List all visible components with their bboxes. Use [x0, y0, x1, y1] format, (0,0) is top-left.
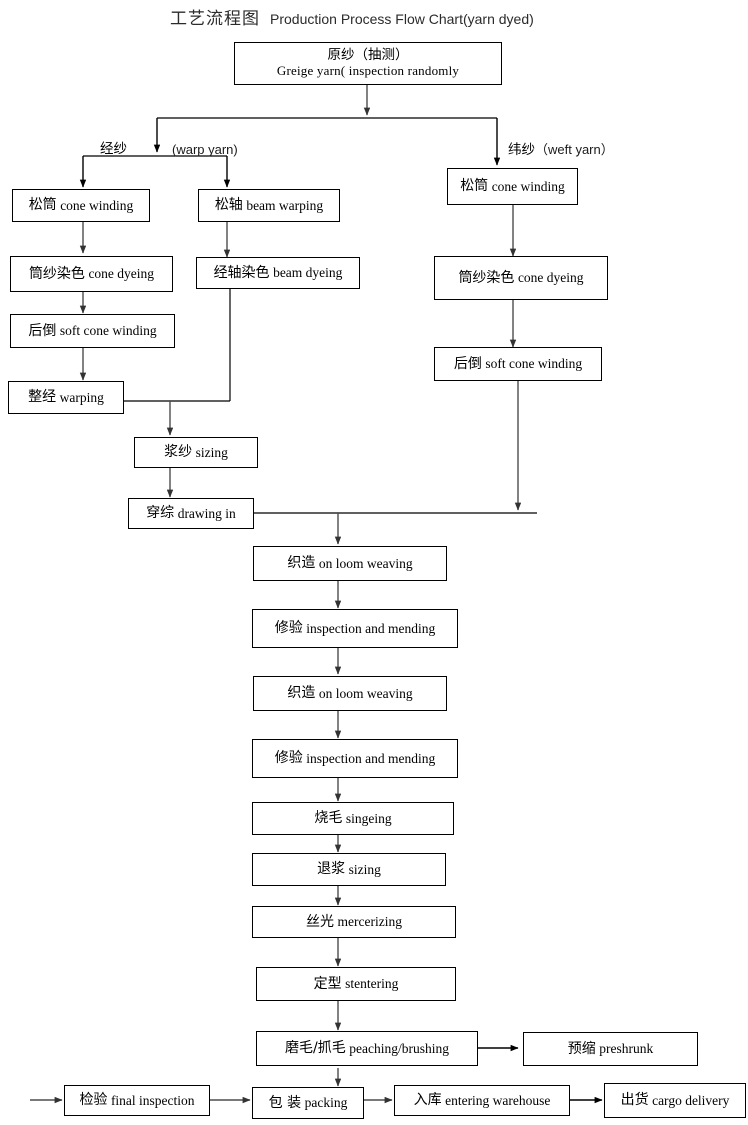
node-warp-cone-winding-cn: 松筒 [28, 197, 57, 214]
node-beam-dyeing-cn: 经轴染色 [213, 264, 270, 281]
node-packing[interactable]: 包 装 packing [252, 1087, 364, 1119]
node-sizing-yarn-cn: 浆纱 [164, 444, 193, 461]
caption-weft-yarn-cn: 纬纱 [508, 142, 535, 158]
node-greige-yarn-en: Greige yarn( inspection randomly [276, 63, 460, 79]
node-weaving-1-cn: 织造 [287, 555, 316, 572]
node-greige-yarn-cn: 原纱（抽测） [327, 46, 409, 63]
node-entering-warehouse-en: entering warehouse [445, 1092, 551, 1108]
node-singeing-cn: 烧毛 [314, 810, 343, 827]
node-singeing-en: singeing [345, 810, 392, 826]
caption-warp-yarn: 经纱 [100, 137, 127, 158]
node-cargo-delivery-cn: 出货 [620, 1092, 649, 1109]
node-warp-soft-cone-winding-en: soft cone winding [59, 323, 157, 339]
node-mercerizing[interactable]: 丝光 mercerizing [252, 906, 456, 938]
node-desizing-en: sizing [348, 861, 381, 877]
node-peaching-brushing-en: peaching/brushing [349, 1040, 449, 1056]
node-mending-1-cn: 修验 [274, 620, 303, 637]
node-warp-cone-winding-en: cone winding [60, 197, 134, 213]
node-drawing-in[interactable]: 穿综 drawing in [128, 498, 254, 529]
node-peaching-brushing-cn: 磨毛/抓毛 [285, 1040, 346, 1057]
node-mending-2-cn: 修验 [274, 750, 303, 767]
node-preshrunk-cn: 预缩 [567, 1040, 596, 1057]
node-beam-warping-en: beam warping [246, 197, 324, 213]
node-drawing-in-cn: 穿综 [146, 505, 175, 522]
node-weft-cone-winding-cn: 松筒 [460, 178, 489, 195]
node-weft-cone-dyeing-en: cone dyeing [517, 270, 584, 286]
node-desizing[interactable]: 退浆 sizing [252, 853, 446, 886]
node-stentering-en: stentering [345, 976, 399, 992]
node-preshrunk-en: preshrunk [599, 1041, 654, 1057]
node-beam-warping-cn: 松轴 [214, 197, 243, 214]
node-mending-1[interactable]: 修验 inspection and mending [252, 609, 458, 648]
node-mending-1-en: inspection and mending [306, 620, 436, 636]
node-weaving-2[interactable]: 织造 on loom weaving [253, 676, 447, 711]
node-sizing-yarn[interactable]: 浆纱 sizing [134, 437, 258, 468]
node-weft-cone-dyeing-cn: 筒纱染色 [458, 269, 515, 286]
node-preshrunk[interactable]: 预缩 preshrunk [523, 1032, 698, 1066]
node-weaving-1-en: on loom weaving [318, 555, 413, 571]
node-stentering-cn: 定型 [313, 975, 342, 992]
caption-warp-yarn-en-wrap: (warp yarn) [172, 141, 238, 159]
node-weaving-2-cn: 织造 [287, 685, 316, 702]
node-warp-cone-winding[interactable]: 松筒 cone winding [12, 189, 150, 222]
node-beam-dyeing-en: beam dyeing [273, 265, 343, 281]
node-weaving-1[interactable]: 织造 on loom weaving [253, 546, 447, 581]
node-beam-warping[interactable]: 松轴 beam warping [198, 189, 340, 222]
node-stentering[interactable]: 定型 stentering [256, 967, 456, 1001]
node-warp-soft-cone-winding-cn: 后倒 [28, 322, 57, 339]
node-warp-soft-cone-winding[interactable]: 后倒 soft cone winding [10, 314, 175, 348]
node-packing-cn: 包 装 [268, 1094, 302, 1111]
node-desizing-cn: 退浆 [317, 861, 346, 878]
node-final-inspection-cn: 检验 [79, 1092, 108, 1109]
node-warping-cn: 整经 [28, 389, 57, 406]
chart-title: 工艺流程图 Production Process Flow Chart(yarn … [170, 4, 534, 29]
node-peaching-brushing[interactable]: 磨毛/抓毛 peaching/brushing [256, 1031, 478, 1066]
node-warping-en: warping [59, 389, 104, 405]
node-weft-soft-cone-winding[interactable]: 后倒 soft cone winding [434, 347, 602, 381]
node-warp-cone-dyeing[interactable]: 筒纱染色 cone dyeing [10, 256, 173, 292]
node-cargo-delivery[interactable]: 出货 cargo delivery [604, 1083, 746, 1118]
node-weft-soft-cone-winding-en: soft cone winding [485, 356, 583, 372]
node-weft-cone-winding-en: cone winding [491, 178, 565, 194]
chart-title-en: Production Process Flow Chart(yarn dyed) [270, 11, 534, 27]
node-cargo-delivery-en: cargo delivery [652, 1092, 730, 1108]
node-warping[interactable]: 整经 warping [8, 381, 124, 414]
node-mending-2[interactable]: 修验 inspection and mending [252, 739, 458, 778]
node-drawing-in-en: drawing in [177, 505, 236, 521]
node-singeing[interactable]: 烧毛 singeing [252, 802, 454, 835]
node-warp-cone-dyeing-cn: 筒纱染色 [28, 265, 85, 282]
node-weaving-2-en: on loom weaving [318, 685, 413, 701]
node-mercerizing-cn: 丝光 [306, 913, 335, 930]
node-final-inspection[interactable]: 检验 final inspection [64, 1085, 210, 1116]
node-weft-cone-winding[interactable]: 松筒 cone winding [447, 168, 578, 205]
chart-title-cn: 工艺流程图 [170, 9, 260, 29]
caption-weft-yarn-en: （weft yarn） [535, 142, 614, 157]
node-warp-cone-dyeing-en: cone dyeing [88, 266, 155, 282]
node-final-inspection-en: final inspection [110, 1092, 195, 1108]
node-weft-soft-cone-winding-cn: 后倒 [453, 355, 482, 372]
node-sizing-yarn-en: sizing [195, 444, 228, 460]
node-mercerizing-en: mercerizing [337, 914, 402, 930]
caption-weft-yarn: 纬纱（weft yarn） [508, 138, 614, 159]
node-weft-cone-dyeing[interactable]: 筒纱染色 cone dyeing [434, 256, 608, 300]
node-entering-warehouse[interactable]: 入库 entering warehouse [394, 1085, 570, 1116]
node-greige-yarn[interactable]: 原纱（抽测） Greige yarn( inspection randomly [234, 42, 502, 85]
node-beam-dyeing[interactable]: 经轴染色 beam dyeing [196, 257, 360, 289]
caption-warp-yarn-cn: 经纱 [100, 141, 127, 157]
caption-warp-yarn-en: (warp yarn) [172, 142, 238, 157]
node-entering-warehouse-cn: 入库 [413, 1092, 442, 1109]
node-mending-2-en: inspection and mending [306, 750, 436, 766]
node-packing-en: packing [304, 1095, 348, 1111]
